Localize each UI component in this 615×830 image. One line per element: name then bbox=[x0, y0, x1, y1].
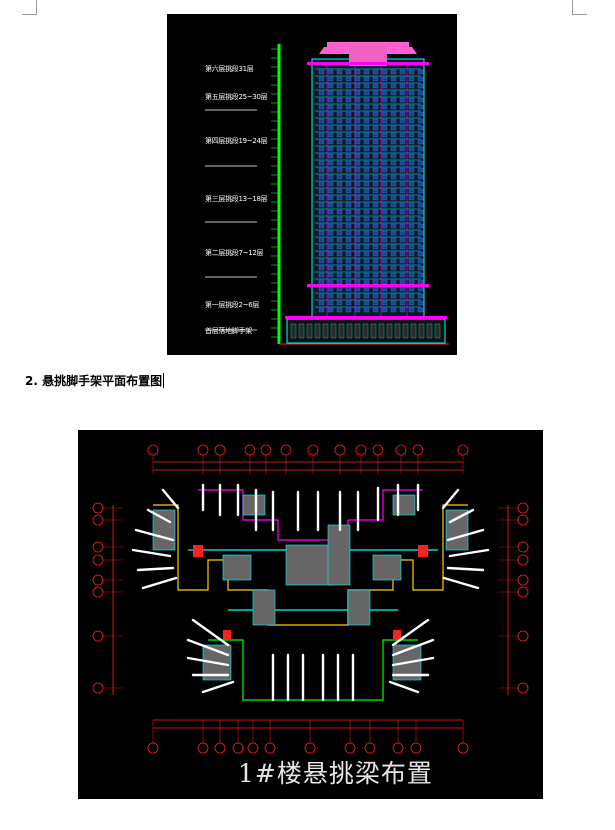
text-cursor bbox=[163, 373, 165, 388]
crop-mark-top-left bbox=[22, 0, 37, 15]
elevation-graphics bbox=[205, 42, 449, 345]
stage-label: 第四层挑段19~24层 bbox=[205, 137, 268, 145]
stage-label: 第三层挑段13~18层 bbox=[205, 195, 268, 203]
plan-title: 1#楼悬挑梁布置 bbox=[238, 759, 433, 788]
stage-label: 第六层挑段31层 bbox=[205, 65, 254, 73]
plan-graphics bbox=[92, 444, 529, 754]
stage-label: 首层落地脚手架 bbox=[205, 327, 252, 335]
section-title: 悬挑脚手架平面布置图 bbox=[42, 374, 163, 388]
stage-label: 第五层挑段25~30层 bbox=[205, 93, 268, 101]
crop-mark-top-right bbox=[572, 0, 587, 15]
plan-drawing: 1#楼悬挑梁布置 bbox=[78, 430, 543, 799]
section-heading: 2. 悬挑脚手架平面布置图 bbox=[25, 372, 165, 389]
stage-label: 第一层挑段2~6层 bbox=[205, 301, 260, 309]
section-number: 2. bbox=[25, 374, 38, 388]
elevation-drawing: 第六层挑段31层 第五层挑段25~30层 第四层挑段19~24层 第三层挑段13… bbox=[167, 14, 457, 355]
stage-label: 第二层挑段7~12层 bbox=[205, 249, 264, 257]
